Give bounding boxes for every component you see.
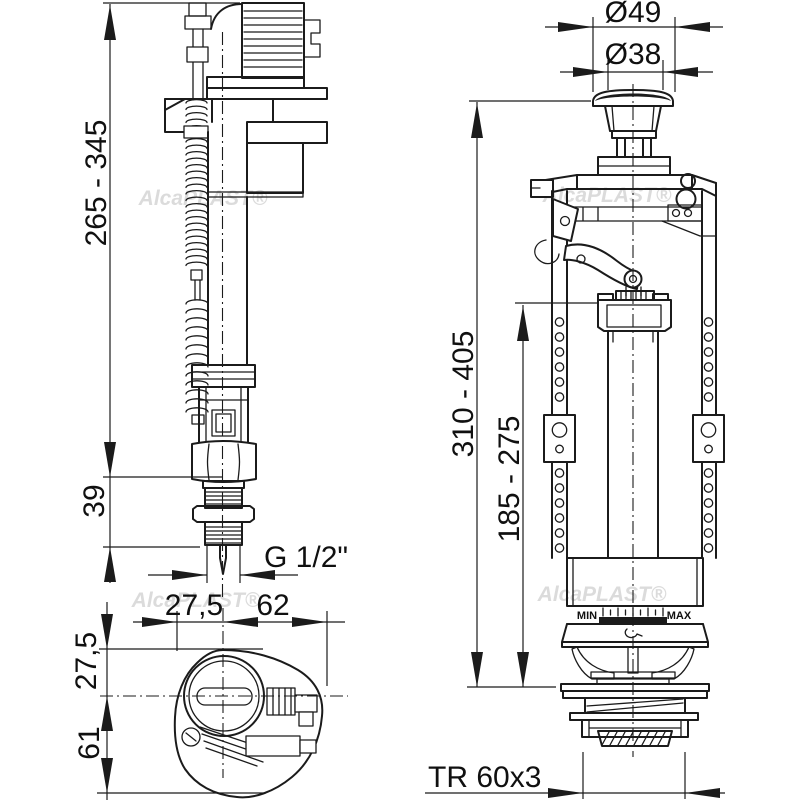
push-button — [592, 89, 674, 158]
dim-label: 27,5 — [165, 589, 223, 622]
fill-valve-adjustment-rod — [183, 28, 209, 425]
dim-label: Ø38 — [605, 38, 662, 71]
fill-valve-side-view — [164, 2, 328, 598]
dim-flush-valve-height: 310 - 405 — [447, 100, 591, 688]
lever-mechanism — [534, 198, 643, 297]
dim-label: 39 — [78, 484, 111, 517]
watermark-text: AlcaPLAST® — [537, 583, 667, 606]
fill-valve-shank — [191, 364, 257, 575]
dim-flush-valve-inner-height: 185 - 275 — [493, 302, 597, 687]
watermark-text: AlcaPLAST® — [138, 187, 268, 210]
dim-label: 62 — [256, 589, 289, 622]
mounting-shelf — [246, 121, 328, 144]
dim-label: 310 - 405 — [447, 331, 480, 458]
rod-collar — [183, 125, 209, 139]
dimensions: 265 - 345 39 G 1/2" 27,5 62 — [70, 0, 725, 800]
frame — [530, 156, 725, 559]
fill-valve-bottom-view — [100, 608, 348, 799]
right-rail-holes — [703, 317, 714, 553]
dim-inlet-thread: G 1/2" — [148, 541, 348, 583]
float-cup-and-tube — [597, 290, 672, 559]
fill-valve-head — [164, 2, 328, 133]
inlet-needle — [219, 544, 227, 575]
spring-coil-upper — [185, 98, 208, 267]
dim-label: G 1/2" — [264, 541, 348, 574]
flush-valve-front-view: MIN MAX — [530, 84, 725, 757]
fill-valve-body — [207, 121, 328, 366]
frame-hole — [675, 188, 697, 210]
dim-bottom-view-horizontal: 27,5 62 — [133, 589, 345, 686]
frame-hole — [680, 173, 696, 189]
dim-button-cap-diameter: Ø49 — [545, 0, 723, 92]
dim-fill-valve-height: 265 - 345 — [80, 2, 240, 583]
chain-clip — [624, 628, 643, 639]
hex-nut — [191, 440, 257, 483]
clamp-band — [199, 726, 264, 767]
watermark-text: AlcaPLAST® — [131, 589, 261, 612]
dim-label: 27,5 — [70, 632, 103, 690]
right-clamp — [692, 414, 725, 463]
dim-button-diameter: Ø38 — [560, 38, 713, 90]
thread-lower — [204, 521, 243, 546]
left-rail — [551, 190, 568, 559]
valve-body-outline — [173, 649, 324, 799]
overflow-tube — [607, 330, 659, 559]
left-clamp — [543, 414, 576, 463]
button-stems — [616, 137, 652, 158]
spring-coil-lower — [185, 299, 209, 413]
scale-max-label: MAX — [667, 610, 692, 622]
dim-label: 61 — [73, 726, 106, 759]
dim-label: TR 60x3 — [428, 761, 541, 794]
left-rail-holes — [554, 317, 565, 553]
dim-label: 265 - 345 — [80, 120, 113, 247]
level-scale: MIN MAX — [577, 607, 692, 623]
dim-bottom-view-vertical: 27,5 61 — [70, 602, 266, 800]
dim-label: Ø49 — [605, 0, 662, 29]
dim-shank-length: 39 — [78, 484, 116, 582]
thread-upper — [204, 487, 243, 509]
scale-min-label: MIN — [577, 610, 597, 622]
right-rail — [701, 190, 717, 559]
outlet-thread-lower — [597, 730, 673, 747]
dim-label: 185 - 275 — [493, 416, 526, 543]
dim-outlet-thread: TR 60x3 — [425, 752, 725, 799]
